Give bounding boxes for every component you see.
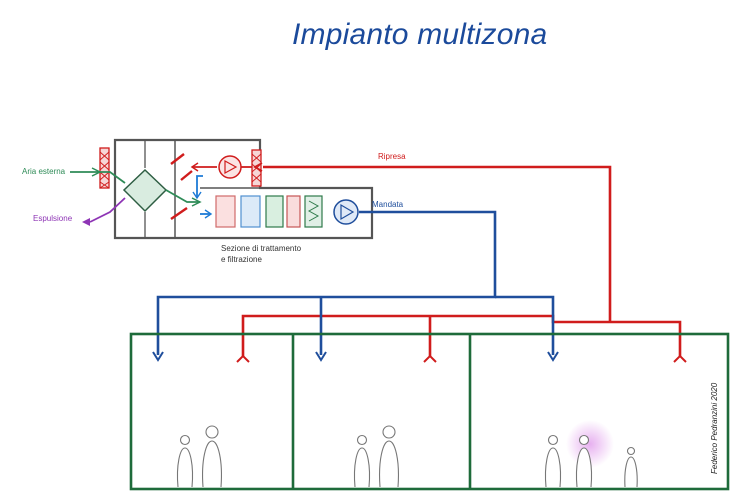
credit-label: Federico Pedranzini 2020 [710, 382, 719, 474]
person-icon [575, 434, 593, 488]
supply-diffusers [152, 351, 559, 362]
supply-duct [156, 210, 555, 355]
filter-icon [304, 195, 323, 228]
return-grille-icon [236, 354, 250, 363]
building-outline [129, 332, 730, 491]
return-grille-icon [673, 354, 687, 363]
mandata-label: Mandata [372, 200, 404, 209]
return-grille-icon [423, 354, 437, 363]
person-icon [176, 434, 194, 488]
outdoor-damper-icon [99, 147, 110, 189]
supply-fan-icon [333, 199, 359, 225]
aria-esterna-label: Aria esterna [22, 167, 66, 176]
heat-recovery-icon [122, 168, 168, 213]
occupants [176, 425, 638, 488]
person-icon [544, 434, 562, 488]
zones [129, 332, 730, 491]
person-icon [379, 425, 399, 488]
page-title: Impianto multizona [292, 18, 548, 51]
supply-diffuser-icon [547, 351, 559, 362]
supply-diffuser-icon [152, 351, 164, 362]
person-icon [202, 425, 222, 488]
cooling-coil-icon [240, 195, 261, 228]
person-icon [353, 434, 371, 488]
espulsione-label: Espulsione [33, 214, 73, 223]
sezione-label-line1: Sezione di trattamento [221, 244, 302, 253]
outdoor-air-arrow [70, 171, 126, 184]
treatment-section [215, 195, 323, 228]
supply-diffuser-icon [315, 351, 327, 362]
post-heating-coil-icon [286, 195, 301, 228]
sezione-label-line2: e filtrazione [221, 255, 262, 264]
return-fan-icon [218, 155, 242, 179]
ripresa-label: Ripresa [378, 152, 406, 161]
humidifier-icon [265, 195, 284, 228]
exhaust-arrow [89, 197, 126, 223]
return-duct [241, 162, 682, 356]
air-handling-unit [70, 138, 374, 240]
person-icon [624, 446, 638, 488]
return-grilles [236, 354, 687, 363]
heating-coil-icon [215, 195, 236, 228]
fresh-air-to-treatment-arrow [165, 189, 200, 203]
